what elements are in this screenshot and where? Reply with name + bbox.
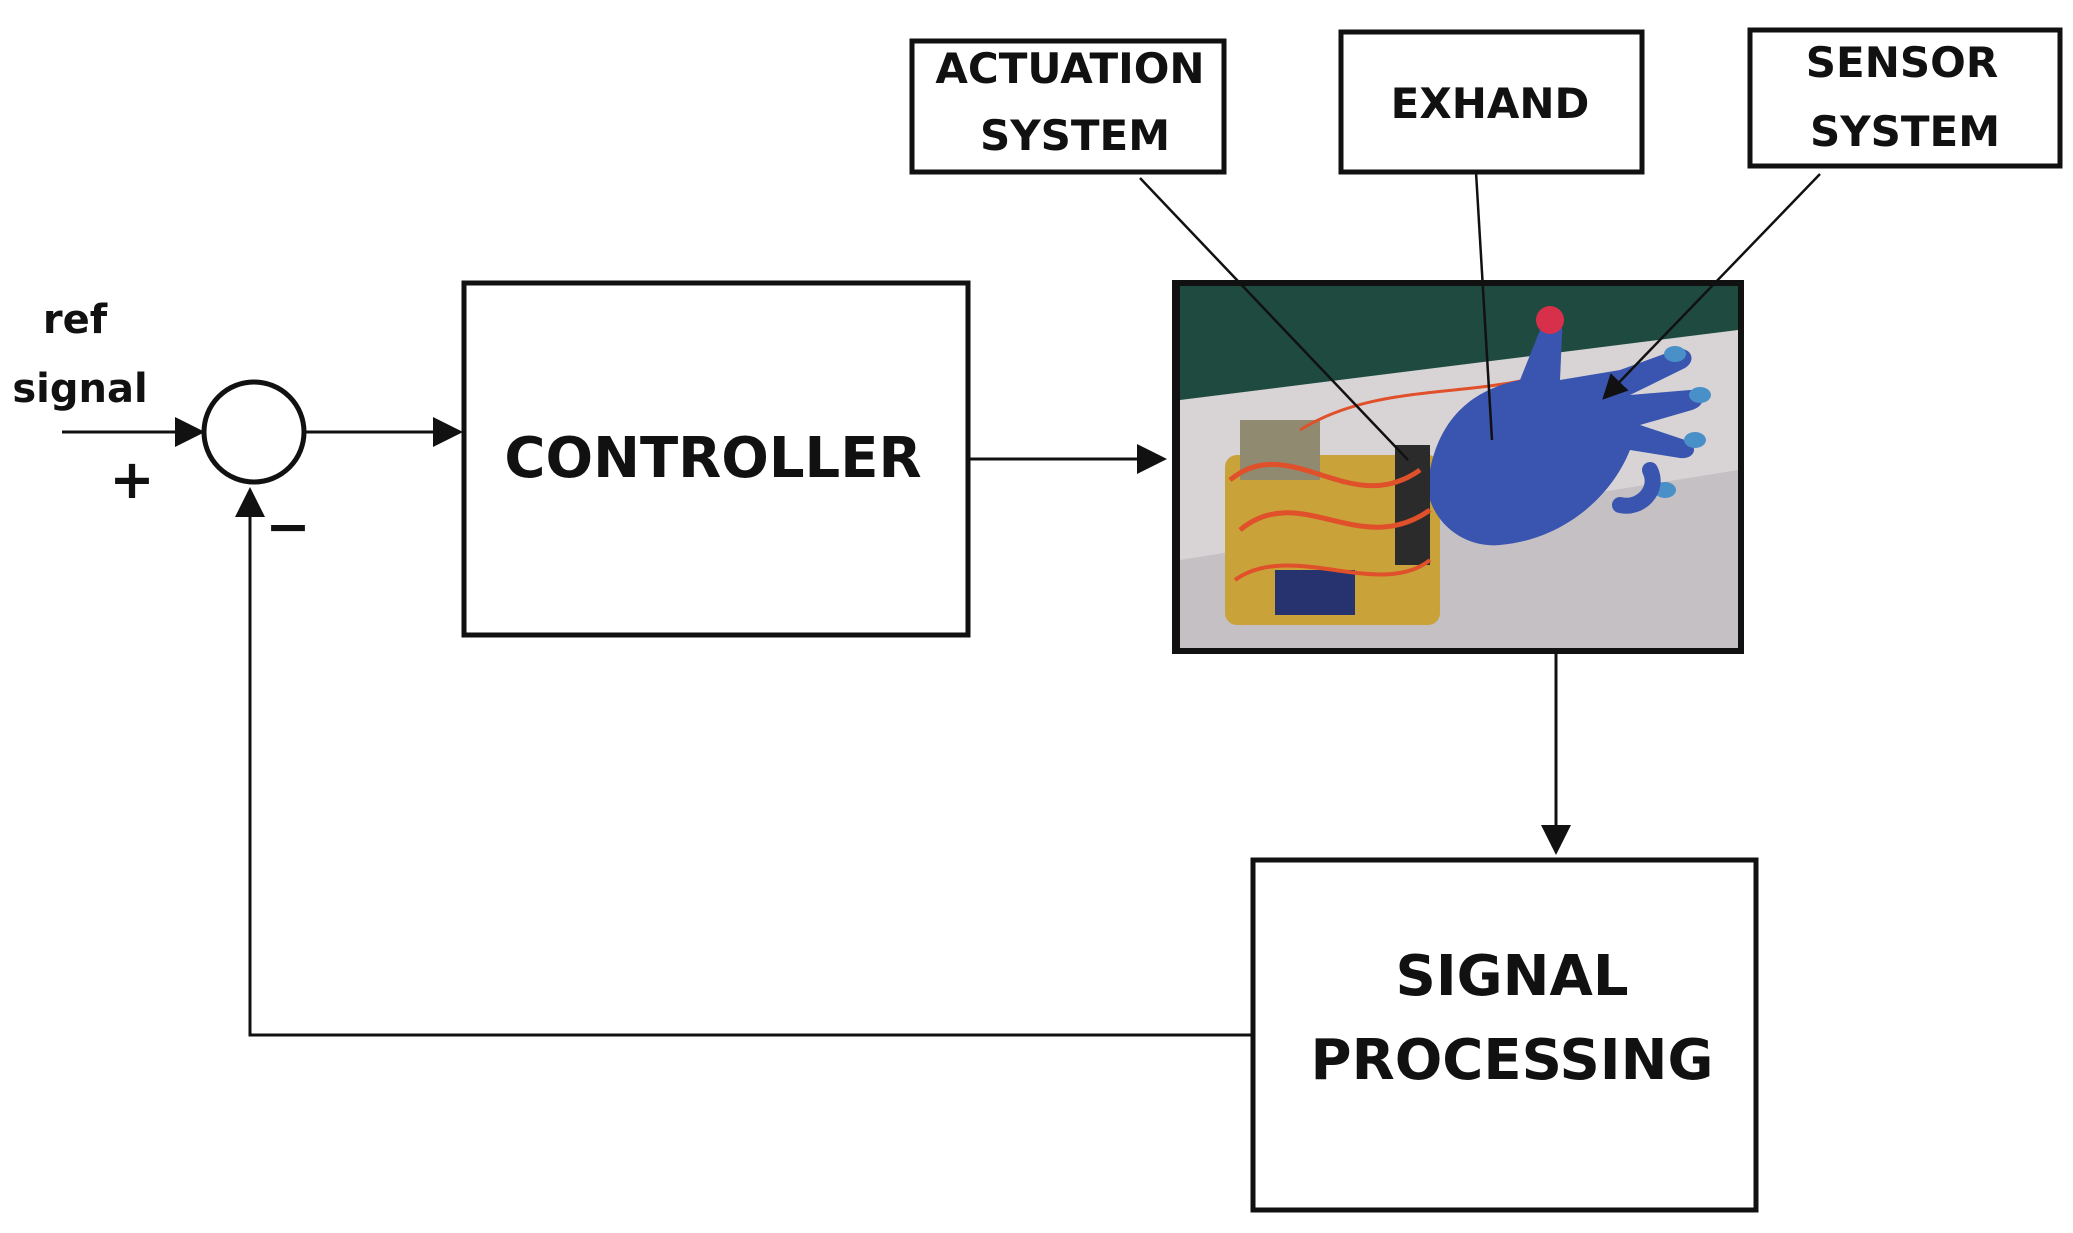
controller-block (461, 280, 971, 638)
exhand-label: EXHAND (1391, 79, 1590, 128)
sensor-leader-line (1602, 173, 1821, 400)
sensor-system-label-line1: SENSOR (1806, 38, 1998, 87)
actuation-leader-line (1139, 177, 1409, 461)
exhand-leader-line (1474, 171, 1494, 441)
signal-processing-label-line2: PROCESSING (1311, 1028, 1714, 1093)
summing-junction (201, 379, 307, 485)
plus-sign: + (109, 448, 154, 511)
actuation-system-callout (909, 38, 1227, 175)
exhand-callout (1338, 29, 1645, 175)
controller-label: CONTROLLER (504, 426, 921, 491)
signal-processing-label-line1: SIGNAL (1395, 944, 1628, 1009)
actuation-system-label-line1: ACTUATION (935, 44, 1204, 93)
sensor-system-callout (1747, 27, 2063, 169)
exhand-photo (1172, 280, 1744, 654)
ref-signal-label-line1: ref (43, 297, 108, 343)
actuation-system-label-line2: SYSTEM (980, 111, 1170, 160)
sensor-system-label-line2: SYSTEM (1810, 107, 2000, 156)
feedback-path (235, 487, 1253, 1037)
minus-sign: − (265, 495, 310, 558)
ref-signal-label-line2: signal (12, 366, 147, 412)
signal-processing-block (1250, 857, 1759, 1213)
